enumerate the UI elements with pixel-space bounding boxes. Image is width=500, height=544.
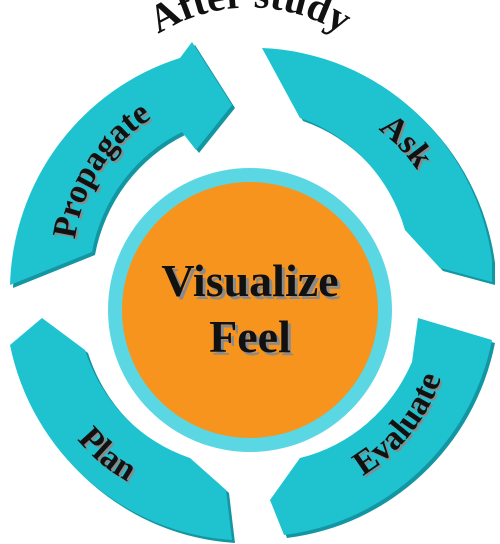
svg-text:Feel: Feel: [212, 314, 294, 365]
svg-text:Visualize: Visualize: [164, 258, 341, 309]
segment-propagate-shape: [10, 42, 235, 288]
segment-plan-shape: [10, 318, 235, 543]
segment-evaluate-shape: [270, 318, 495, 538]
segment-ask-shape: [262, 48, 495, 285]
center-circle: [122, 182, 378, 438]
center-text-visualize: Visualize: [161, 255, 338, 306]
center-text-feel: Feel: [209, 311, 291, 362]
diagram-title: After study: [141, 0, 359, 42]
